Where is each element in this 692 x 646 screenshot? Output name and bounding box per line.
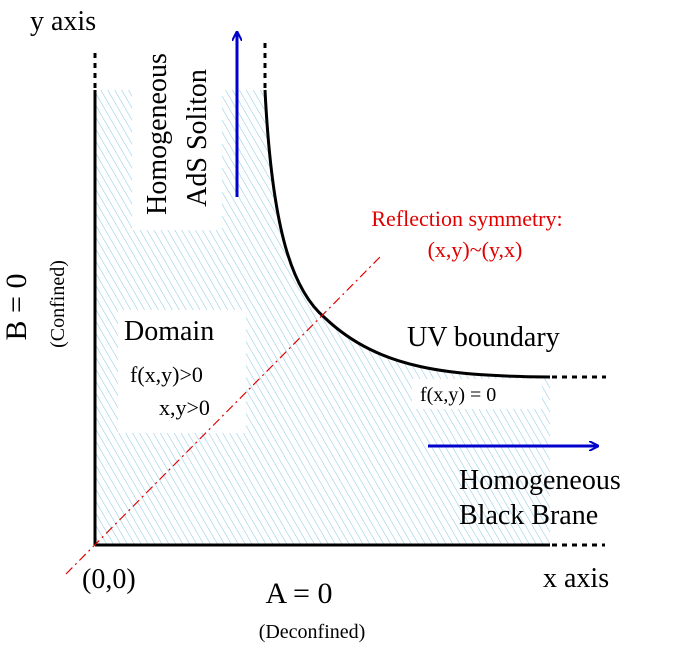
left-boundary-label: B = 0: [0, 274, 33, 341]
soliton-label-box: [132, 40, 222, 230]
black-brane-label-line-1: Homogeneous: [459, 465, 621, 496]
equation-label-box: [412, 379, 542, 409]
domain-condition-2: x,y>0: [159, 395, 210, 420]
bottom-boundary-sublabel: (Deconfined): [259, 621, 366, 643]
x-axis-label: x axis: [543, 563, 609, 594]
soliton-label-line-1: Homogeneous: [142, 53, 173, 215]
domain-title: Domain: [124, 316, 214, 347]
origin-label: (0,0): [82, 564, 136, 595]
uv-boundary-label: UV boundary: [407, 322, 560, 353]
bottom-boundary-label: A = 0: [266, 577, 333, 610]
soliton-label-line-2: AdS Soliton: [182, 69, 213, 207]
y-axis-label: y axis: [30, 6, 96, 37]
domain-label-box: [118, 310, 246, 433]
left-boundary-sublabel: (Confined): [47, 260, 69, 348]
symmetry-relation: (x,y)~(y,x): [428, 237, 523, 262]
black-brane-label-line-2: Black Brane: [459, 500, 598, 531]
symmetry-line: [65, 256, 381, 575]
uv-boundary-equation: f(x,y) = 0: [420, 384, 496, 406]
symmetry-label: Reflection symmetry:: [371, 206, 562, 231]
domain-condition-1: f(x,y)>0: [130, 362, 203, 387]
uv-boundary-curve: [263, 89, 551, 379]
